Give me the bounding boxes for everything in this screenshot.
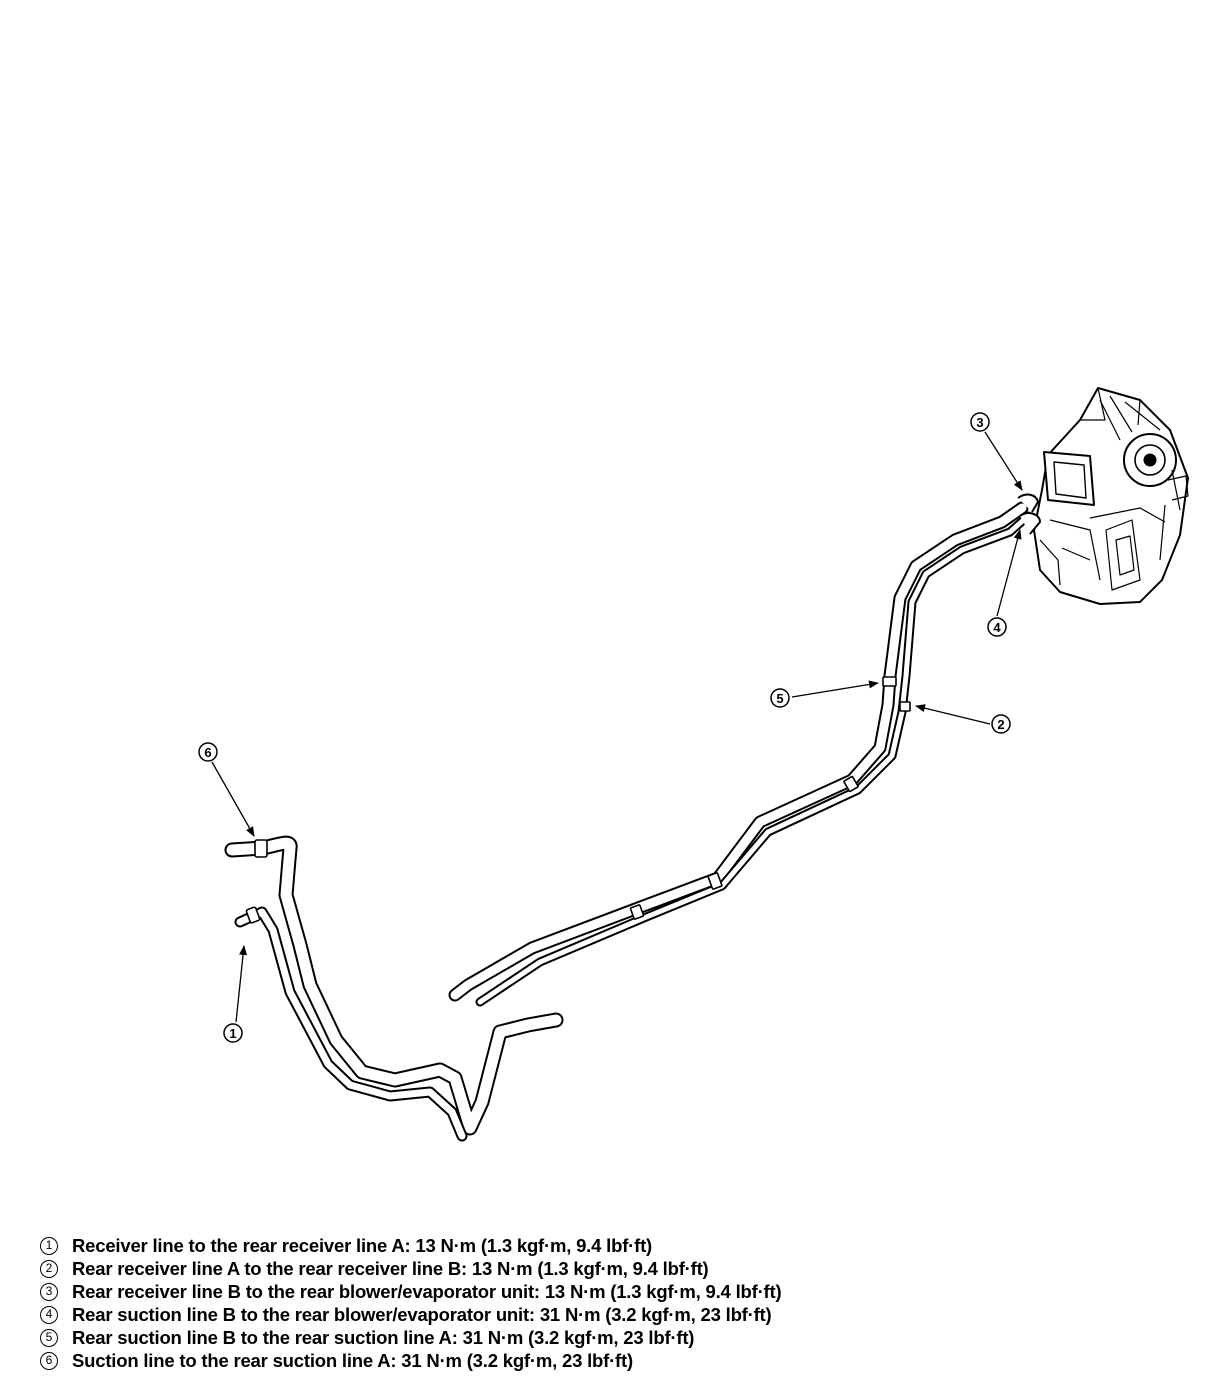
callout-arrows bbox=[211, 431, 1023, 1023]
torque-legend: 1 Receiver line to the rear receiver lin… bbox=[40, 1234, 1210, 1372]
legend-text: Rear receiver line A to the rear receive… bbox=[72, 1257, 709, 1279]
callout-5-label: 5 bbox=[776, 691, 783, 706]
rear-receiver-line-b bbox=[475, 511, 1033, 1007]
legend-text: Rear suction line B to the rear blower/e… bbox=[72, 1303, 772, 1325]
callout-3-label: 3 bbox=[976, 415, 983, 430]
legend-text: Rear receiver line B to the rear blower/… bbox=[72, 1280, 782, 1302]
legend-number: 4 bbox=[40, 1305, 58, 1324]
legend-text: Receiver line to the rear receiver line … bbox=[72, 1234, 652, 1256]
leader-5 bbox=[791, 680, 879, 698]
rear-suction-line-a bbox=[448, 501, 1029, 1002]
receiver-line bbox=[234, 906, 468, 1142]
rear-blower-evaporator-unit bbox=[1017, 387, 1189, 605]
callout-1-label: 1 bbox=[229, 1026, 236, 1041]
legend-item: 2 Rear receiver line A to the rear recei… bbox=[40, 1257, 1210, 1280]
connector-rings bbox=[245, 676, 911, 924]
legend-item: 6 Suction line to the rear suction line … bbox=[40, 1349, 1210, 1372]
callout-5: 5 bbox=[770, 688, 790, 708]
legend-number: 1 bbox=[40, 1236, 58, 1255]
leader-4 bbox=[996, 529, 1022, 617]
leader-3 bbox=[984, 431, 1023, 491]
callout-6-label: 6 bbox=[204, 745, 211, 760]
legend-number: 6 bbox=[40, 1351, 58, 1370]
callout-1: 1 bbox=[223, 1023, 243, 1043]
legend-number: 2 bbox=[40, 1259, 58, 1278]
leader-2 bbox=[915, 704, 991, 725]
legend-text: Rear suction line B to the rear suction … bbox=[72, 1326, 695, 1348]
legend-item: 1 Receiver line to the rear receiver lin… bbox=[40, 1234, 1210, 1257]
callout-4: 4 bbox=[987, 617, 1007, 637]
callout-2-label: 2 bbox=[997, 717, 1004, 732]
legend-text: Suction line to the rear suction line A:… bbox=[72, 1349, 633, 1371]
suction-line bbox=[224, 835, 564, 1136]
callout-2: 2 bbox=[991, 714, 1011, 734]
callout-3: 3 bbox=[970, 412, 990, 432]
legend-item: 4 Rear suction line B to the rear blower… bbox=[40, 1303, 1210, 1326]
callout-4-label: 4 bbox=[993, 620, 1001, 635]
leader-1 bbox=[235, 945, 248, 1023]
legend-item: 5 Rear suction line B to the rear suctio… bbox=[40, 1326, 1210, 1349]
callout-6: 6 bbox=[198, 742, 218, 762]
legend-number: 5 bbox=[40, 1328, 58, 1347]
leader-6 bbox=[211, 761, 255, 837]
legend-number: 3 bbox=[40, 1282, 58, 1301]
legend-item: 3 Rear receiver line B to the rear blowe… bbox=[40, 1280, 1210, 1303]
